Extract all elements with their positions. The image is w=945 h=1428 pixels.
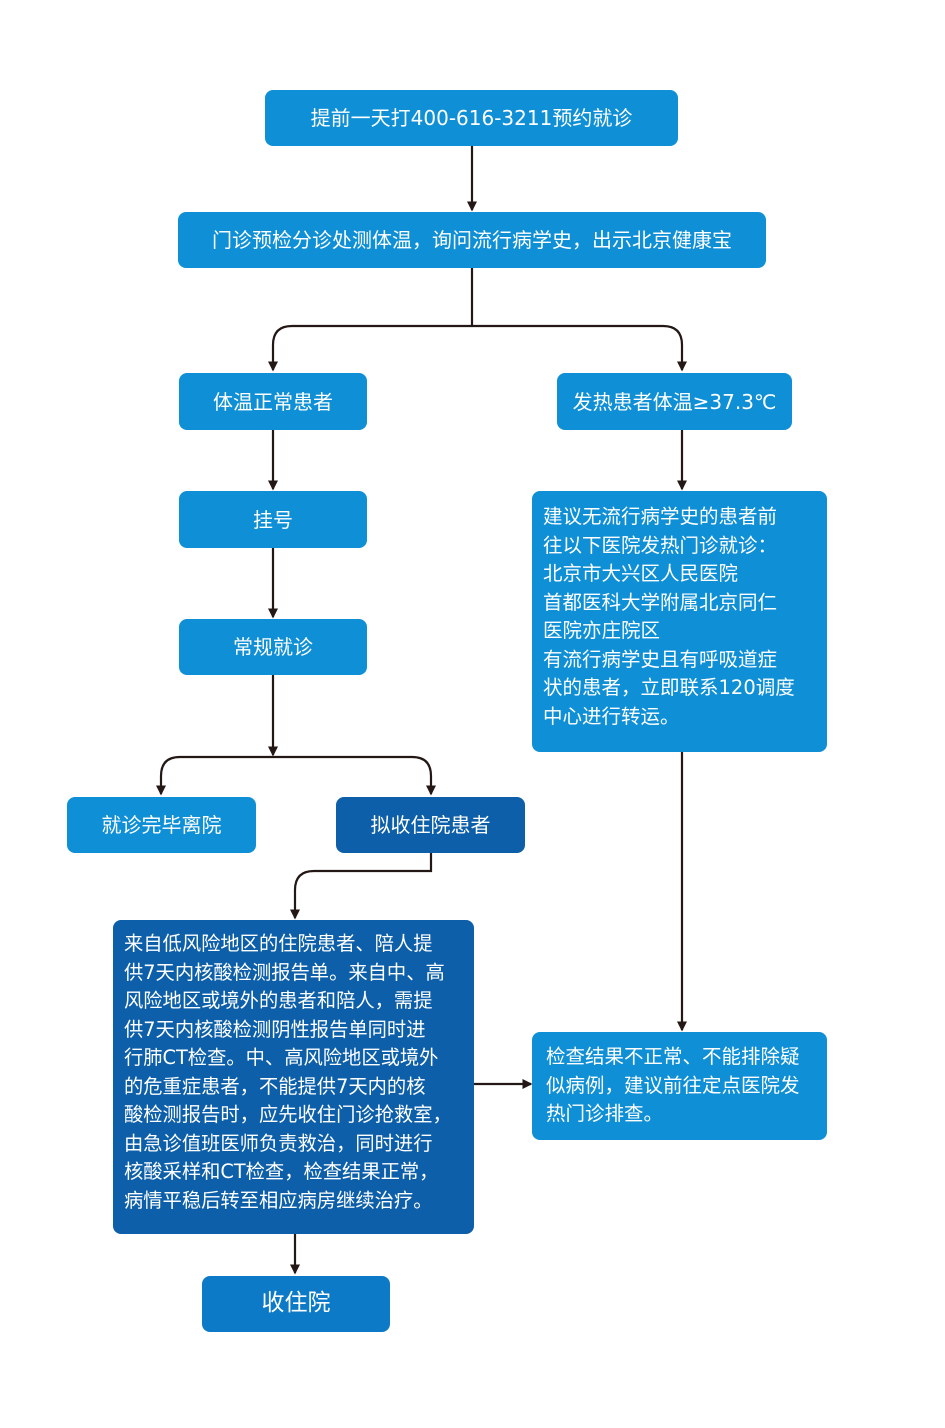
node-discharge-label: 就诊完毕离院	[101, 813, 222, 837]
admission-rules-line: 由急诊值班医师负责救治，同时进行	[124, 1131, 433, 1155]
fever-advice-line: 北京市大兴区人民医院	[543, 562, 739, 585]
node-appointment-label: 提前一天打400-616-3211预约就诊	[310, 106, 633, 130]
node-register-label: 挂号	[253, 507, 293, 532]
node-fever-advice: 建议无流行病学史的患者前 往以下医院发热门诊就诊： 北京市大兴区人民医院 首都医…	[532, 491, 827, 752]
admission-rules-line: 供7天内核酸检测报告单。来自中、高	[124, 960, 445, 984]
fever-advice-line: 往以下医院发热门诊就诊：	[543, 533, 778, 557]
node-triage-label: 门诊预检分诊处测体温，询问流行病学史，出示北京健康宝	[212, 228, 732, 252]
admission-rules-line: 供7天内核酸检测阴性报告单同时进	[124, 1017, 426, 1041]
admission-rules-line: 核酸采样和CT检查，检查结果正常，	[124, 1160, 439, 1183]
node-appointment: 提前一天打400-616-3211预约就诊	[265, 90, 678, 146]
arrow-triage-to-fever	[472, 324, 687, 372]
admission-rules-line: 的危重症患者，不能提供7天内的核	[124, 1074, 426, 1098]
node-routine-visit: 常规就诊	[179, 619, 367, 675]
arrow-routine-to-discharge	[156, 755, 273, 796]
node-fever-label: 发热患者体温≥37.3℃	[572, 389, 777, 414]
arrow-triage-to-normal	[268, 324, 472, 372]
fever-advice-line: 状的患者，立即联系120调度	[543, 676, 795, 699]
fever-advice-line: 医院亦庄院区	[543, 619, 661, 642]
fever-advice-line: 建议无流行病学史的患者前	[543, 505, 778, 528]
node-routine-visit-label: 常规就诊	[233, 635, 313, 659]
admission-rules-line: 病情平稳后转至相应病房继续治疗。	[124, 1188, 433, 1212]
arrow-routine-to-admit	[273, 755, 436, 796]
node-admission-rules: 来自低风险地区的住院患者、陪人提 供7天内核酸检测报告单。来自中、高 风险地区或…	[113, 920, 474, 1234]
node-to-admit: 拟收住院患者	[336, 797, 525, 853]
abnormal-result-line: 热门诊排查。	[546, 1102, 664, 1125]
node-fever: 发热患者体温≥37.3℃	[557, 373, 792, 430]
node-triage: 门诊预检分诊处测体温，询问流行病学史，出示北京健康宝	[178, 212, 766, 268]
node-admitted-label: 收住院	[261, 1290, 331, 1317]
fever-advice-line: 首都医科大学附属北京同仁	[543, 590, 778, 614]
node-to-admit-label: 拟收住院患者	[370, 813, 491, 837]
fever-advice-line: 中心进行转运。	[543, 704, 680, 728]
abnormal-result-line: 似病例，建议前往定点医院发	[546, 1073, 800, 1097]
node-register: 挂号	[179, 491, 367, 548]
node-normal-temp: 体温正常患者	[179, 373, 367, 430]
admission-rules-line: 来自低风险地区的住院患者、陪人提	[124, 932, 433, 955]
arrow-admit-to-rules	[290, 853, 433, 920]
node-discharge: 就诊完毕离院	[67, 797, 256, 853]
node-normal-temp-label: 体温正常患者	[213, 389, 333, 414]
admission-rules-line: 行肺CT检查。中、高风险地区或境外	[124, 1046, 439, 1069]
node-abnormal-result: 检查结果不正常、不能排除疑 似病例，建议前往定点医院发 热门诊排查。	[532, 1032, 827, 1140]
fever-advice-line: 有流行病学史且有呼吸道症	[543, 647, 778, 671]
admission-rules-line: 酸检测报告时，应先收住门诊抢救室，	[124, 1103, 452, 1126]
abnormal-result-line: 检查结果不正常、不能排除疑	[546, 1045, 800, 1068]
admission-rules-line: 风险地区或境外的患者和陪人，需提	[124, 989, 433, 1012]
node-admitted: 收住院	[202, 1276, 390, 1332]
